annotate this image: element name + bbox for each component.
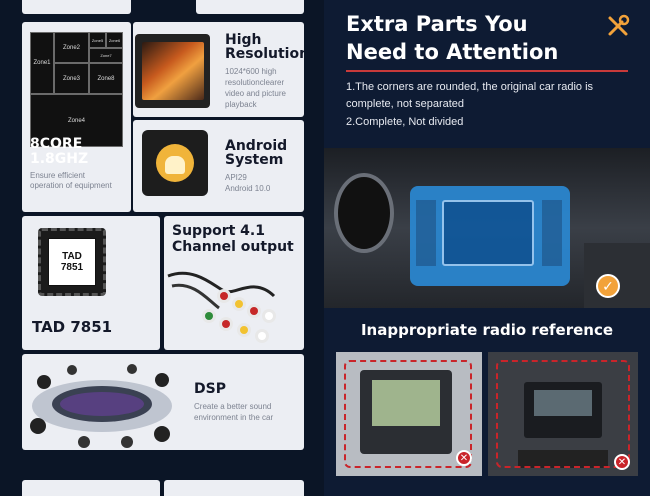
car-speakers-image	[30, 364, 172, 448]
output-title-1: Support 4.1	[172, 223, 265, 239]
channel-output-card: Support 4.1 Channel output	[164, 216, 304, 350]
cpu-desc-1: Ensure efficient	[30, 171, 85, 180]
cpu-title-1: 8CORE	[30, 136, 83, 152]
resolution-title-2: Resolution	[225, 46, 304, 62]
cpu-title-2: 1.8GHZ	[30, 151, 89, 167]
reject-icon-1: ✕	[456, 450, 472, 466]
zone2-cell: Zone2	[54, 32, 89, 63]
dsp-desc-1: Create a better sound	[194, 402, 272, 411]
reject-icon-2: ✕	[614, 454, 630, 470]
zone1-cell: Zone1	[30, 32, 54, 94]
note-2: 2.Complete, Not divided	[346, 116, 464, 128]
output-title-2: Channel output	[172, 239, 294, 255]
zones-diagram: Zone1 Zone2 Zone5 Zone6 Zone7 Zone3 Zone…	[30, 32, 123, 147]
android-desc-1: API29	[225, 173, 247, 182]
dsp-desc-2: environment in the car	[194, 413, 274, 422]
title-underline	[346, 70, 628, 72]
zone-small-b: Zone6	[106, 32, 123, 48]
rca-cables-image	[167, 271, 276, 343]
android-icon	[142, 130, 208, 196]
attention-panel: Extra Parts You Need to Attention 1.The …	[324, 0, 650, 496]
zone-small-a: Zone5	[89, 32, 106, 48]
radio-screen-image	[135, 34, 210, 108]
features-panel: Zone1 Zone2 Zone5 Zone6 Zone7 Zone3 Zone…	[0, 0, 324, 496]
android-title-2: System	[225, 152, 284, 168]
chip-card: TAD 7851 TAD 7851	[22, 216, 160, 350]
radio-unit-highlight	[410, 186, 570, 286]
chip-text-2: 7851	[60, 262, 84, 273]
dsp-title: DSP	[194, 381, 226, 397]
bottom-card-right	[164, 480, 304, 496]
zones-card: Zone1 Zone2 Zone5 Zone6 Zone7 Zone3 Zone…	[22, 22, 131, 212]
chip-label: TAD 7851	[32, 318, 113, 336]
reference-photo-2: ✕	[488, 352, 638, 476]
android-card: Android System API29 Android 10.0	[133, 120, 304, 212]
note-1-line-1: 1.The corners are rounded, the original …	[346, 81, 594, 93]
zone8-cell: Zone8	[89, 63, 123, 94]
top-card-left	[22, 0, 131, 14]
reference-photo-1: ✕	[336, 352, 482, 476]
resolution-desc-1: 1024*600 high	[225, 67, 277, 76]
android-desc-2: Android 10.0	[225, 184, 271, 193]
zone4-cell: Zone4	[30, 94, 123, 147]
attention-title-2: Need to Attention	[346, 40, 559, 64]
zone-small-c: Zone7	[89, 48, 123, 63]
check-badge: ✓	[596, 274, 620, 298]
android-title-1: Android	[225, 138, 288, 154]
zone3-cell: Zone3	[54, 63, 89, 94]
top-card-right	[196, 0, 304, 14]
resolution-title-1: High	[225, 32, 262, 48]
cpu-desc-2: operation of equipment	[30, 181, 112, 190]
dashboard-photo: ✓	[324, 148, 650, 308]
attention-title-1: Extra Parts You	[346, 12, 528, 36]
bottom-card-left	[22, 480, 160, 496]
resolution-desc-4: playback	[225, 100, 257, 109]
dsp-card: DSP Create a better sound environment in…	[22, 354, 304, 450]
tools-icon	[608, 14, 630, 36]
resolution-card: High Resolution 1024*600 high resolution…	[133, 22, 304, 117]
chip-text-1: TAD	[62, 251, 82, 262]
chip-icon: TAD 7851	[38, 228, 106, 296]
note-1-line-2: complete, not separated	[346, 98, 465, 110]
resolution-desc-2: resolutionclearer	[225, 78, 285, 87]
resolution-desc-3: video and picture	[225, 89, 286, 98]
reference-title: Inappropriate radio reference	[360, 321, 614, 339]
